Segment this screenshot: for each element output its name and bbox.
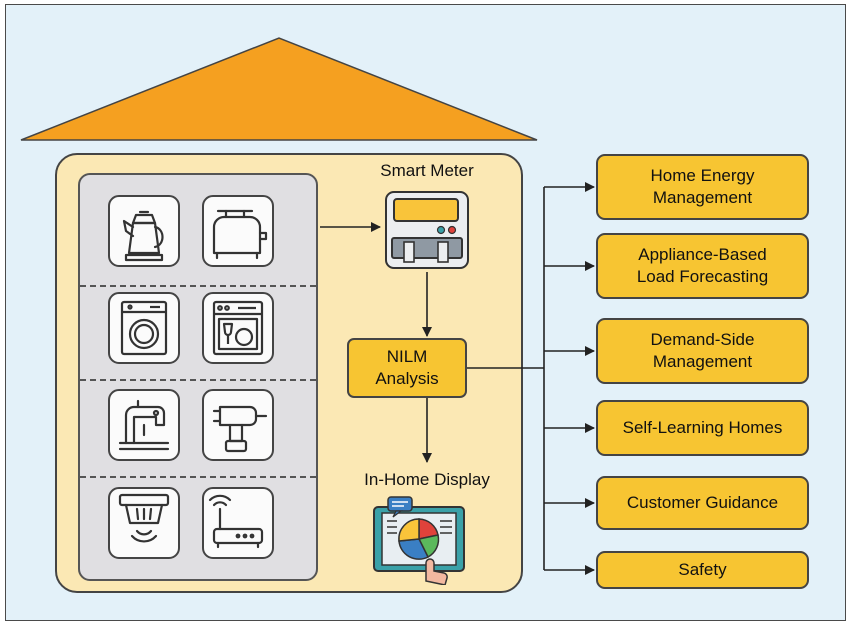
smart-meter-label: Smart Meter — [380, 161, 474, 180]
app-label: Load Forecasting — [636, 267, 769, 286]
smart-meter-icon — [385, 191, 469, 269]
app-label: Customer Guidance — [626, 493, 779, 512]
in-home-display-icon — [373, 496, 465, 585]
nilm-analysis-box: NILM Analysis — [347, 338, 467, 398]
wifi-router-icon — [202, 487, 274, 559]
nilm-line1: NILM — [386, 347, 428, 366]
toaster-icon — [202, 195, 274, 267]
app-label: Appliance-Based — [638, 245, 767, 264]
sewing-machine-icon — [108, 389, 180, 461]
app-safety: Safety — [596, 551, 809, 589]
app-label: Self-Learning Homes — [622, 418, 783, 437]
dishwasher-icon — [202, 292, 274, 364]
app-customer-guidance: Customer Guidance — [596, 476, 809, 530]
app-label: Safety — [678, 560, 727, 579]
app-label: Management — [652, 352, 753, 371]
washing-machine-icon — [108, 292, 180, 364]
smoke-detector-icon — [108, 487, 180, 559]
app-label: Home Energy — [650, 166, 755, 185]
app-label: Management — [652, 188, 753, 207]
in-home-display-label: In-Home Display — [364, 470, 490, 489]
power-drill-icon — [202, 389, 274, 461]
appliance-divider — [80, 476, 316, 478]
appliance-divider — [80, 285, 316, 287]
appliance-divider — [80, 379, 316, 381]
nilm-line2: Analysis — [375, 369, 439, 388]
kettle-icon — [108, 195, 180, 267]
app-self-learning-homes: Self-Learning Homes — [596, 400, 809, 456]
app-label: Demand-Side — [650, 330, 755, 349]
